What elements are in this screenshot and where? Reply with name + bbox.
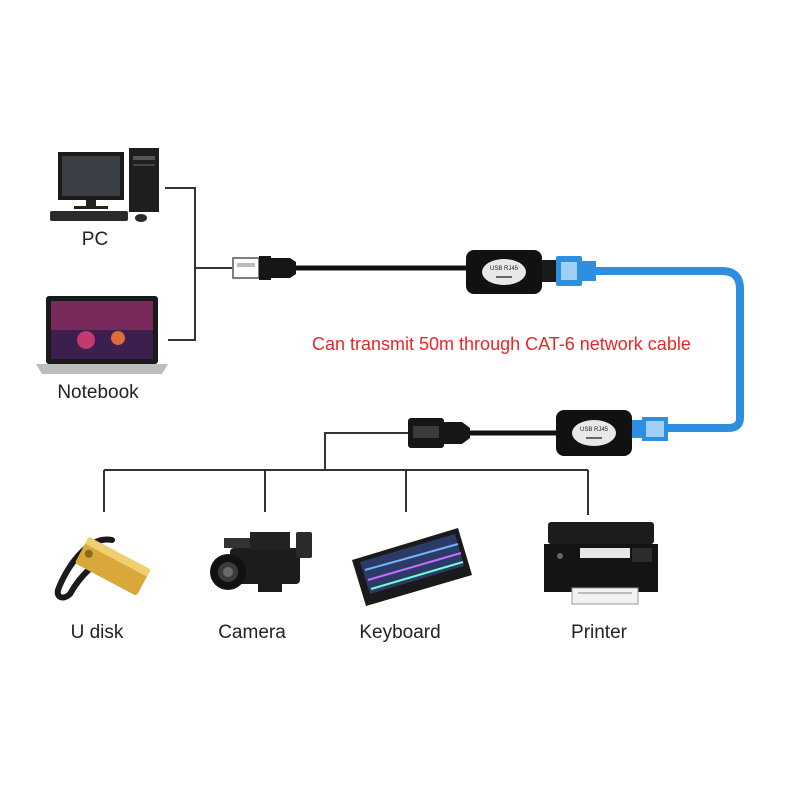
- usb-a-plug: [232, 256, 296, 280]
- extender-bottom-label: USB RJ45: [580, 427, 609, 433]
- pc-icon: [50, 148, 159, 222]
- pc-label: PC: [82, 229, 108, 250]
- transmission-caption: Can transmit 50m through CAT-6 network c…: [312, 334, 691, 354]
- tree-stem: [324, 432, 408, 470]
- printer-icon: [544, 522, 658, 605]
- printer-label: Printer: [571, 622, 628, 643]
- connection-lines: [103, 187, 589, 515]
- notebook-icon: [36, 296, 168, 374]
- camera-label: Camera: [218, 622, 286, 643]
- extender-bottom: USB RJ45: [556, 410, 632, 456]
- rj45-plug-bottom: [632, 417, 668, 441]
- keyboard-label: Keyboard: [359, 622, 440, 643]
- udisk-label: U disk: [71, 622, 124, 643]
- keyboard-icon: [352, 528, 472, 606]
- notebook-label: Notebook: [57, 382, 139, 403]
- network-cable: [592, 267, 744, 432]
- udisk-icon: [54, 536, 151, 601]
- usb-a-receptacle: [408, 418, 470, 448]
- pc-link-line: [165, 187, 196, 341]
- rj45-plug-top: [542, 256, 596, 286]
- extender-top: USB RJ45: [466, 250, 542, 294]
- camera-icon: [210, 532, 312, 592]
- extender-top-label: USB RJ45: [490, 266, 519, 272]
